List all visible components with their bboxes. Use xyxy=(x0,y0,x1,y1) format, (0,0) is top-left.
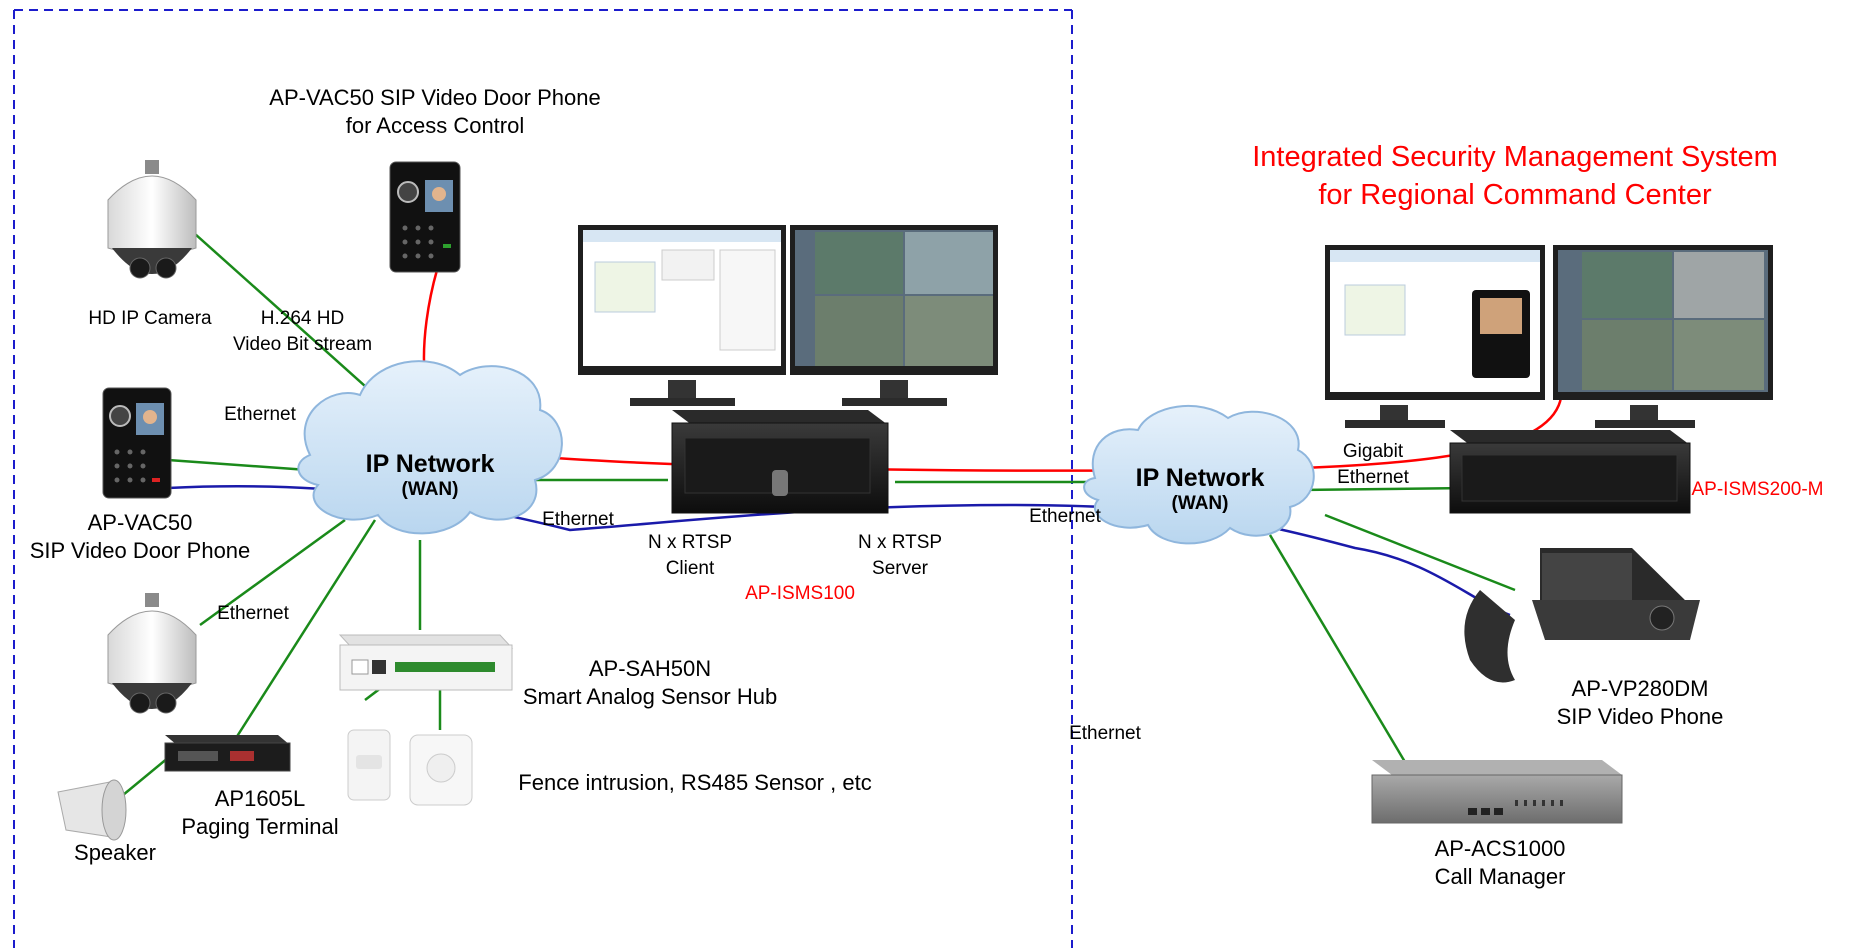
left-network-sub-label: (WAN) xyxy=(401,479,459,500)
isms100-monitors-icon xyxy=(578,225,998,406)
left-network-label: IP Network xyxy=(365,450,495,478)
paging-label-2: Paging Terminal xyxy=(181,814,339,839)
isms100-server-icon xyxy=(671,410,889,514)
ip-network-cloud-right xyxy=(1083,405,1315,545)
call-manager-label-1: AP-ACS1000 xyxy=(1434,836,1566,861)
sensor-hub-label-2: Smart Analog Sensor Hub xyxy=(522,684,778,709)
isms200-label: AP-ISMS200-M xyxy=(1691,479,1824,500)
right-network-label: IP Network xyxy=(1135,464,1265,492)
motion-sensor-icon xyxy=(347,729,391,801)
ptz-camera-icon xyxy=(107,593,197,714)
isms200-server-icon xyxy=(1449,430,1691,514)
paging-terminal-icon xyxy=(164,735,291,772)
gigabit-label-1: Gigabit xyxy=(1342,441,1404,462)
site-boundary xyxy=(13,9,1073,948)
door-phone-top-label-2: for Access Control xyxy=(345,113,525,138)
video-phone-label-2: SIP Video Phone xyxy=(1556,704,1724,729)
right-network-sub-label: (WAN) xyxy=(1171,493,1229,514)
speaker-icon xyxy=(57,779,127,841)
video-phone-label-1: AP-VP280DM xyxy=(1571,676,1709,701)
ethernet-label-right-top: Ethernet xyxy=(1029,506,1101,527)
rtsp-server-label-1: N x RTSP xyxy=(857,532,943,553)
ip-network-cloud-left xyxy=(297,360,563,535)
door-phone-left-label-2: SIP Video Door Phone xyxy=(29,538,251,563)
paging-label-1: AP1605L xyxy=(214,786,306,811)
h264-label-1: H.264 HD xyxy=(260,308,345,329)
call-manager-icon xyxy=(1371,760,1623,824)
rtsp-server-label-2: Server xyxy=(872,558,928,579)
video-phone-icon xyxy=(1464,548,1700,683)
ethernet-label-right-bottom: Ethernet xyxy=(1069,723,1141,744)
door-phone-top-label-1: AP-VAC50 SIP Video Door Phone xyxy=(269,85,601,110)
ethernet-label-mid: Ethernet xyxy=(542,509,614,530)
title-line-2: for Regional Command Center xyxy=(1318,179,1712,211)
door-phone-left-icon xyxy=(102,387,172,499)
hd-camera-icon xyxy=(107,160,197,279)
h264-label-2: Video Bit stream xyxy=(232,334,373,355)
isms200-monitors-icon xyxy=(1325,245,1773,428)
sensor-hub-label-1: AP-SAH50N xyxy=(588,656,712,681)
rtsp-client-label-2: Client xyxy=(665,558,715,579)
gigabit-label-2: Ethernet xyxy=(1337,467,1409,488)
ethernet-label-left-bottom: Ethernet xyxy=(217,603,289,624)
sensor-hub-icon xyxy=(338,634,514,691)
door-phone-top-icon xyxy=(389,161,461,273)
isms100-label: AP-ISMS100 xyxy=(745,583,855,604)
hd-camera-label: HD IP Camera xyxy=(88,308,212,329)
call-manager-label-2: Call Manager xyxy=(1434,864,1566,889)
smoke-sensor-icon xyxy=(409,734,473,806)
title-line-1: Integrated Security Management System xyxy=(1252,141,1778,173)
door-phone-left-label-1: AP-VAC50 xyxy=(87,510,193,535)
speaker-label: Speaker xyxy=(74,840,156,865)
sensors-label: Fence intrusion, RS485 Sensor , etc xyxy=(518,770,872,795)
ethernet-label-left-top: Ethernet xyxy=(224,404,296,425)
rtsp-client-label-1: N x RTSP xyxy=(647,532,733,553)
